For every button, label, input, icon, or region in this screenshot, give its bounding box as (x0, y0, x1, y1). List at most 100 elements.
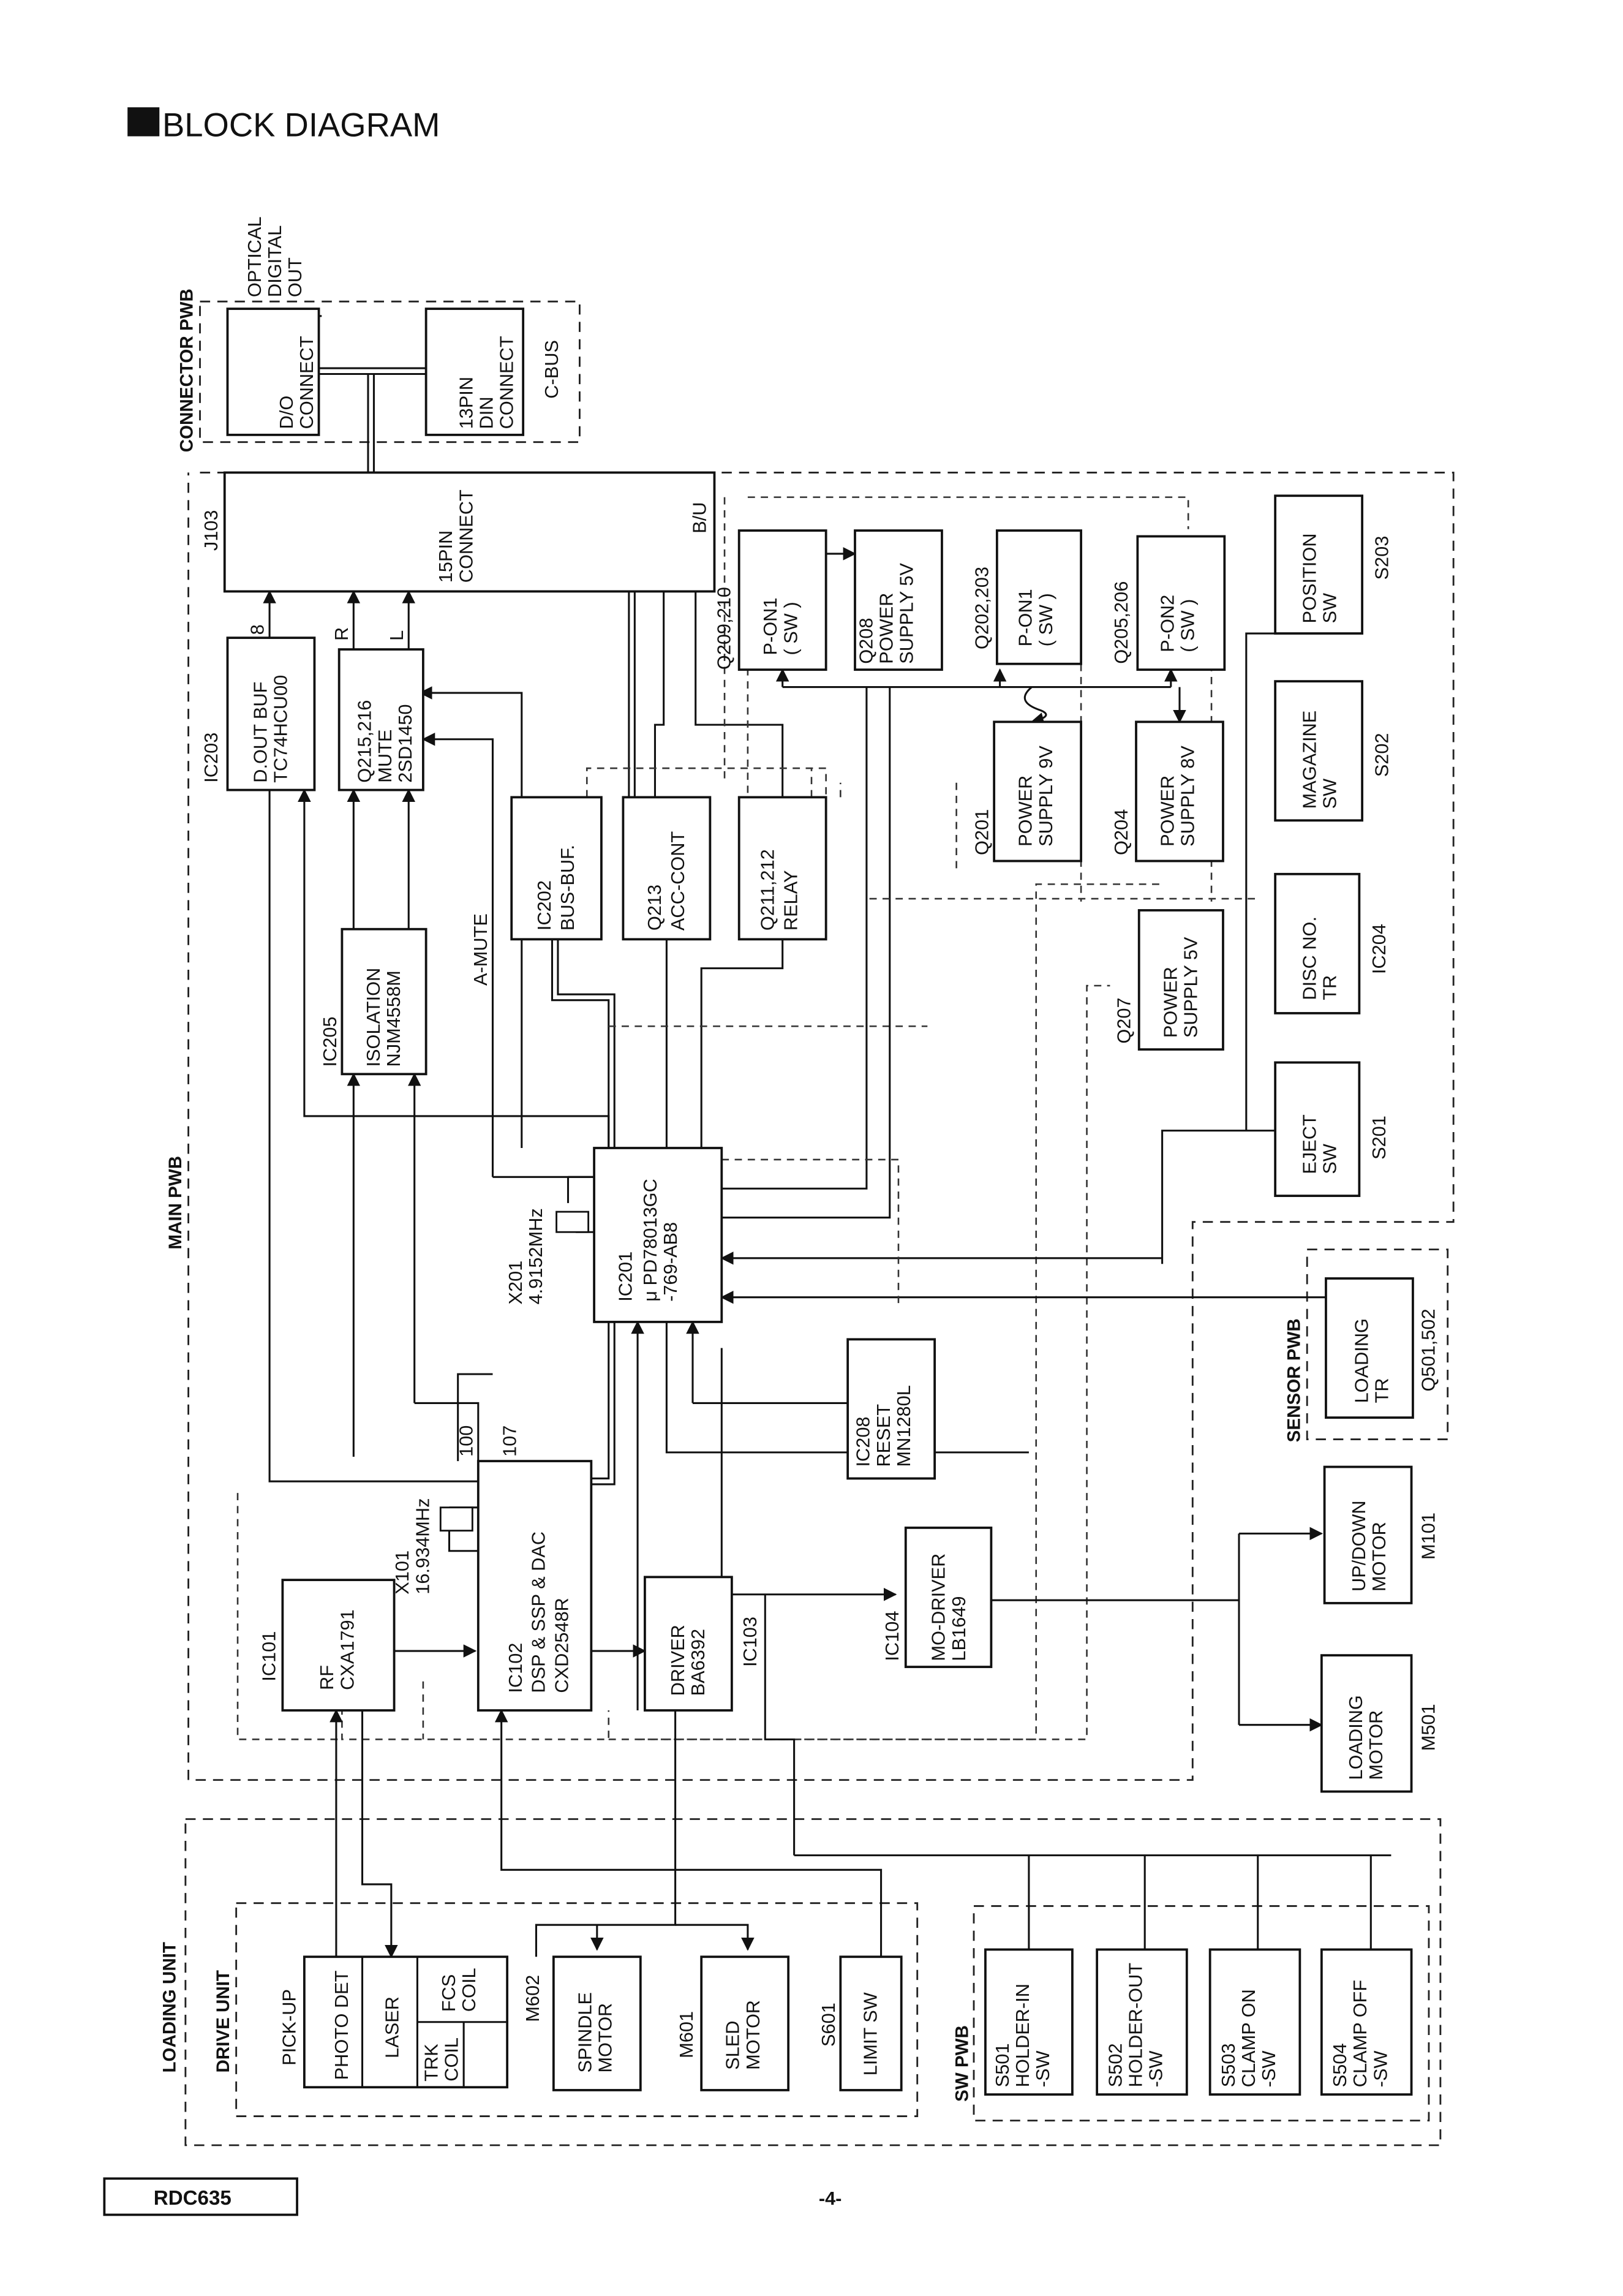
main-pwb-label: MAIN PWB (165, 1156, 186, 1250)
ic208-line1: RESET (873, 1404, 894, 1467)
s202-line2: SW (1319, 779, 1341, 809)
pickup-label: PICK-UP (279, 1989, 300, 2066)
s201-eject-sw-block (1274, 1061, 1361, 1197)
s502-line1: HOLDER-OUT (1124, 1963, 1146, 2088)
m602-line2: MOTOR (594, 2003, 616, 2073)
s203-line2: SW (1319, 593, 1341, 624)
bu-label: B/U (688, 502, 710, 534)
m601-line1: SLED (722, 2020, 744, 2069)
ic102-line2: CXD2548R (551, 1598, 573, 1693)
ic101-line2: CXA1791 (336, 1609, 358, 1690)
ic103-line1: DRIVER (667, 1625, 688, 1696)
s202-magazine-sw-block (1274, 680, 1363, 822)
j103-line1: 15PIN (435, 531, 456, 583)
j103-line2: CONNECT (455, 489, 476, 583)
ic204-disc-no-tr-block (1274, 872, 1361, 1014)
q207-psu5v-block (1137, 909, 1224, 1051)
fcs-coil-line1: FCS (438, 1974, 459, 2012)
ic102-dsp-block (476, 1460, 593, 1712)
q209-ref: Q209,210 (714, 587, 735, 670)
optical-line1: OPTICAL (244, 217, 265, 298)
ic102-line1: DSP & SSP & DAC (528, 1531, 549, 1693)
cbus-label: C-BUS (541, 340, 562, 399)
x201-ref: X201 (505, 1261, 526, 1305)
ic203-ref: IC203 (200, 733, 222, 783)
q213-ref: Q213 (644, 885, 665, 931)
ic202-bus-buf-block (510, 796, 603, 941)
q202-pon1-block (995, 529, 1082, 665)
q501-loading-tr-block (1325, 1277, 1414, 1419)
svg-text:MAIN PWB: MAIN PWB (165, 1156, 186, 1250)
limit-to-dsp (494, 1709, 883, 1957)
ic201-line2: -769-AB8 (660, 1222, 681, 1302)
m602-line1: SPINDLE (574, 1992, 595, 2073)
s503-line2: -SW (1258, 2050, 1279, 2087)
s502-holder-out-sw-block (1096, 1948, 1188, 2096)
q215-line2: 2SD1450 (394, 704, 416, 783)
q213-line1: ACC-CONT (667, 831, 688, 931)
s504-line1: CLAMP OFF (1349, 1980, 1371, 2087)
page-number: -4- (819, 2188, 842, 2209)
q211-ref: Q211,212 (756, 849, 778, 931)
a-mute-label: A-MUTE (470, 913, 491, 986)
main-pwb-frame (187, 471, 1455, 1781)
ic208-line2: MN1280L (893, 1385, 914, 1467)
m101-line1: UP/DOWN (1348, 1500, 1369, 1592)
ic202-line1: BUS-BUF. (557, 845, 578, 931)
s601-line1: LIMIT SW (859, 1992, 881, 2075)
q202-line2: ( SW ) (1035, 593, 1056, 646)
x201-freq: 4.9152MHz (525, 1208, 546, 1304)
ic104-line1: MO-DRIVER (928, 1554, 949, 1661)
ic103-driver-block (644, 1576, 733, 1712)
s202-ref: S202 (1371, 733, 1393, 777)
ic202-ref: IC202 (533, 880, 555, 931)
s503-clamp-on-sw-block (1208, 1948, 1301, 2096)
q201-ref: Q201 (971, 809, 993, 855)
pin107-label: 107 (499, 1426, 520, 1457)
q205-ref: Q205,206 (1110, 581, 1132, 664)
drive-unit-label: DRIVE UNIT (213, 1970, 233, 2073)
q202-ref: Q202,203 (971, 567, 993, 649)
s504-clamp-off-sw-block (1320, 1948, 1413, 2096)
page-title: BLOCK DIAGRAM (162, 106, 440, 143)
ic201-to-dout (298, 788, 610, 1148)
m601-line2: MOTOR (742, 2000, 764, 2070)
s503-ref: S503 (1218, 2043, 1239, 2087)
m501-line2: MOTOR (1365, 1710, 1387, 1780)
sw-pwb-label: SW PWB (952, 2025, 973, 2102)
sensor-pwb-frame (1306, 1248, 1449, 1440)
ic103-ref: IC103 (739, 1617, 761, 1667)
a-mute-line (421, 733, 494, 1177)
s201-ref: S201 (1368, 1116, 1390, 1160)
j103-ref: J103 (200, 510, 222, 551)
svg-text:LOADING UNIT: LOADING UNIT (159, 1942, 179, 2073)
s503-line1: CLAMP ON (1238, 1989, 1259, 2087)
ic201-line1: μ PD78013GC (639, 1179, 661, 1302)
s203-position-sw-block (1274, 494, 1363, 635)
model-number: RDC635 (154, 2187, 232, 2210)
drive-unit-frame (235, 1902, 919, 2117)
do-connect-line2: CONNECT (296, 336, 317, 429)
ic101-line1: RF (316, 1665, 337, 1690)
x101-crystal (439, 1506, 473, 1532)
s601-ref: S601 (818, 2003, 839, 2047)
photo-det-label: PHOTO DET (331, 1970, 352, 2080)
m501-line1: LOADING (1345, 1695, 1366, 1780)
m101-line2: MOTOR (1368, 1522, 1390, 1592)
m501-loading-motor-block (1320, 1654, 1413, 1793)
j103-to-ic202 (628, 591, 636, 798)
ic201-mcu-block (593, 1147, 723, 1323)
ic103-line2: BA6392 (687, 1629, 709, 1696)
q208-ref: Q208 (855, 617, 876, 663)
svg-text:SENSOR PWB: SENSOR PWB (1284, 1318, 1304, 1442)
q207-ref: Q207 (1113, 997, 1135, 1043)
x101-freq: 16.934MHz (412, 1498, 433, 1595)
s202-line1: MAGAZINE (1298, 711, 1320, 809)
sw-bus (764, 1594, 1391, 1857)
ic201-ref: IC201 (615, 1252, 636, 1302)
m501-ref: M501 (1417, 1704, 1439, 1751)
ic204-line1: DISC NO. (1298, 916, 1320, 1000)
s501-holder-in-sw-block (984, 1948, 1074, 2096)
s501-ref: S501 (992, 2043, 1013, 2087)
